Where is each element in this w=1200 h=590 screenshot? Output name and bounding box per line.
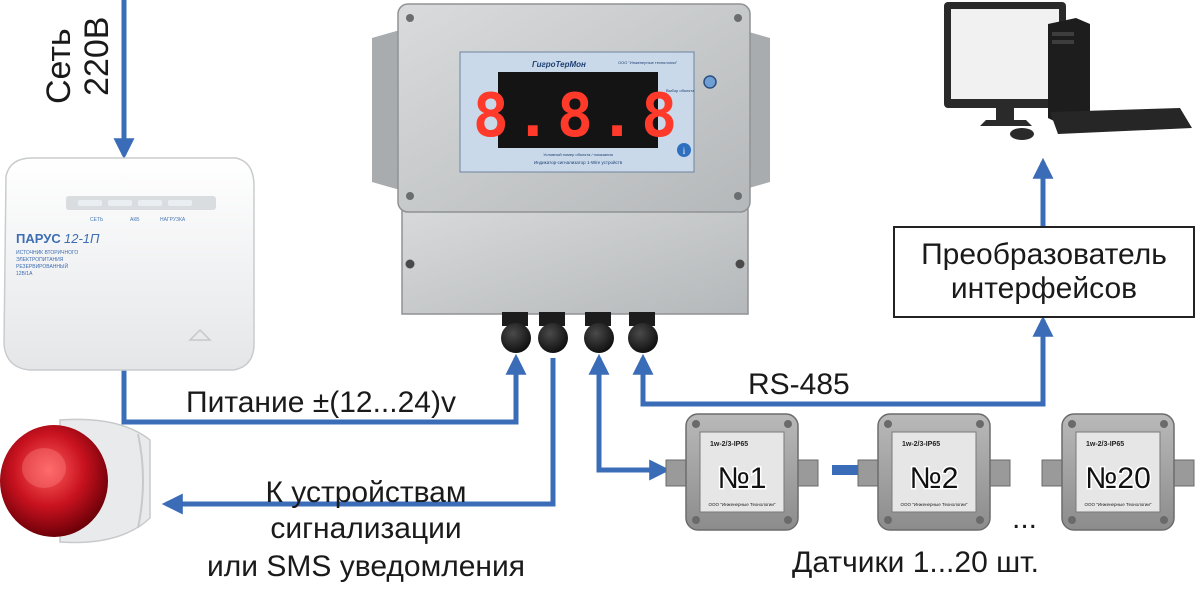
sensor-number: №20 <box>1085 462 1151 495</box>
psu-desc-3: РЕЗЕРВИРОВАННЫЙ <box>16 262 68 270</box>
controller-title: ГигроТерМон <box>532 60 586 69</box>
sensor-number: №1 <box>718 462 767 495</box>
alarm-arrow <box>161 358 556 515</box>
cable-glands <box>501 312 658 353</box>
sensor-gland-left <box>857 459 879 487</box>
sensor-model: 1w-2/3-IP65 <box>1086 441 1124 448</box>
sensor-screw <box>1068 516 1076 524</box>
select-button <box>703 75 717 89</box>
connection-arrows <box>113 0 1054 515</box>
sensor-chain-link <box>832 465 872 475</box>
psu-desc-4: 12В/1А <box>16 271 33 277</box>
sensor-screw <box>692 420 700 428</box>
led-label-mains: СЕТЬ <box>90 217 104 223</box>
sensor-plate <box>1075 431 1161 513</box>
sensor-model: 1w-2/3-IP65 <box>710 441 748 448</box>
sensor-gland-right <box>797 459 819 487</box>
info-icon-glyph: i <box>683 146 686 156</box>
sensor-maker: ООО "Инженерные Технологии" <box>708 502 775 507</box>
sensor-gland-right <box>1173 459 1195 487</box>
mouse <box>1010 128 1034 140</box>
computer-icon <box>944 2 1192 140</box>
sensor-screw <box>976 516 984 524</box>
mains-label-line2: 220В <box>78 16 116 96</box>
psu-desc-1: ИСТОЧНИК ВТОРИЧНОГО <box>16 250 78 256</box>
select-button-label: Выбор объекта <box>666 88 695 93</box>
interface-converter-box: Преобразователь интерфейсов <box>893 226 1195 318</box>
pc-tower <box>1048 18 1090 124</box>
power-supply-unit: СЕТЬ АКБ НАГРУЗКА ПАРУС 12-1П ИСТОЧНИК В… <box>3 157 255 371</box>
seven-seg-display <box>498 72 658 148</box>
sensor-screw <box>1160 516 1168 524</box>
controller-maker: ООО "Инженерные технологии" <box>618 60 678 65</box>
power-arrow <box>121 353 527 425</box>
sensors-caption: Датчики 1...20 шт. <box>792 546 1039 579</box>
sensor-plate <box>891 431 977 513</box>
sensor-model: 1w-2/3-IP65 <box>902 441 940 448</box>
psu-desc-2: ЭЛЕКТРОПИТАНИЯ <box>16 257 64 263</box>
sensor-screw <box>976 420 984 428</box>
sensor-screw <box>692 516 700 524</box>
sensor-screw <box>784 516 792 524</box>
display-caption-1: Условный номер объекта / показания <box>543 152 613 157</box>
psu-brand: ПАРУС <box>16 231 61 246</box>
sensor-screw <box>884 516 892 524</box>
sensor-gland-left <box>665 459 687 487</box>
sensor-screw <box>1160 420 1168 428</box>
converter-label-2: интерфейсов <box>950 272 1138 305</box>
led-label-battery: АКБ <box>130 217 140 223</box>
sensor-screw <box>784 420 792 428</box>
sensor-bus-arrow <box>588 353 671 481</box>
controller-unit: ГигроТерМон ООО "Инженерные технологии" … <box>372 3 770 353</box>
sensors-ellipsis: ... <box>1012 502 1038 535</box>
mains-label-line1: Сеть <box>40 28 78 104</box>
alarm-label-2: сигнализации <box>270 512 462 545</box>
alarm-beacon-icon <box>0 418 151 544</box>
info-icon <box>677 143 691 157</box>
alarm-label-1: К устройствам <box>265 476 467 509</box>
sensor-maker: ООО "Инженерные Технологии" <box>1084 502 1151 507</box>
sensor-gland-left <box>1041 459 1063 487</box>
alarm-label-3: или SMS уведомления <box>207 550 525 583</box>
rs485-arrow <box>632 315 1054 407</box>
sensor-screw <box>884 420 892 428</box>
sensor-plate <box>699 431 785 513</box>
psu-logo-mark <box>188 328 212 341</box>
sensor-screw <box>1068 420 1076 428</box>
rs485-label: RS-485 <box>748 368 850 401</box>
converter-label-1: Преобразователь <box>921 238 1167 271</box>
psu-model: 12-1П <box>64 231 100 246</box>
led-label-load: НАГРУЗКА <box>160 217 186 223</box>
sensor-gland-right <box>989 459 1011 487</box>
status-leds <box>78 200 192 206</box>
display-digits: 8.8.8 <box>473 81 684 151</box>
keyboard <box>1050 108 1192 134</box>
sensor-maker: ООО "Инженерные Технологии" <box>900 502 967 507</box>
display-caption-2: Индикатор-сигнализатор 1-Wire устройств <box>534 159 623 165</box>
sensor-number: №2 <box>910 462 959 495</box>
power-label: Питание ±(12...24)v <box>186 386 456 419</box>
